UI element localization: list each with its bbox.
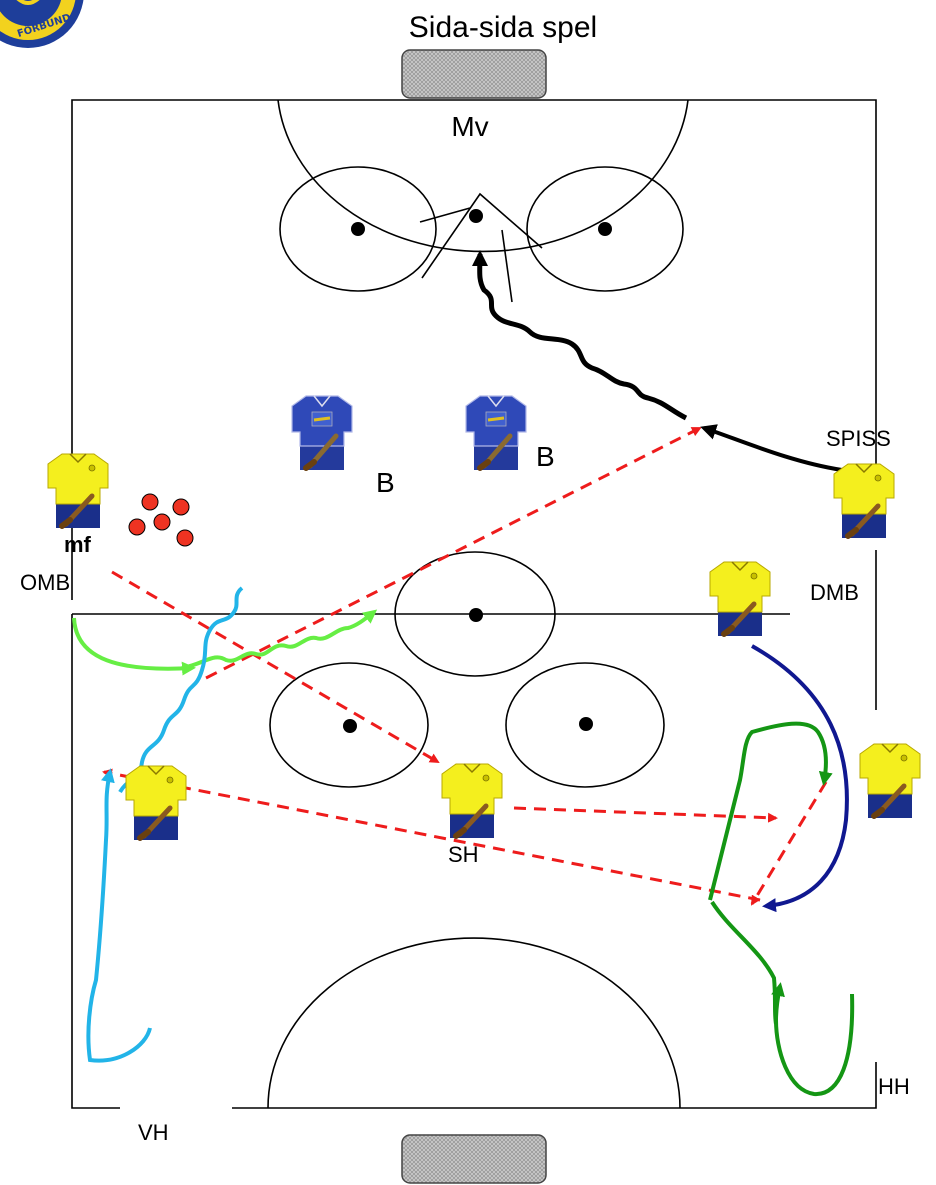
federation-logo: FÖRBUND [0, 0, 84, 48]
run-arrow-darkblue [751, 644, 849, 913]
dribble-arrow-black [471, 250, 688, 421]
pass-arrow [102, 768, 761, 902]
run-arrow-green-curl [771, 982, 855, 1097]
pass-arrow [750, 781, 828, 906]
defender-player-icon [466, 396, 526, 470]
ball-pile [128, 493, 194, 547]
dribble-arrow-lightblue [118, 586, 244, 794]
run-arrow-lightgreen [72, 617, 196, 676]
run-arrow-green [710, 900, 778, 1025]
label-defender-2: B [536, 441, 555, 472]
pass-arrow [205, 426, 702, 680]
top-goal [401, 49, 547, 99]
bottom-goal [401, 1134, 547, 1184]
label-mv: Mv [451, 111, 488, 142]
label-omb: OMB [20, 570, 70, 595]
label-dmb: DMB [810, 580, 859, 605]
faceoff-dots [343, 209, 612, 733]
run-arrow-green-loop [708, 721, 833, 901]
dmb-player-icon [710, 562, 770, 636]
sh-player-icon [442, 764, 502, 838]
run-arrow-black [700, 424, 843, 472]
hh-player-icon [860, 744, 920, 818]
omb-player-icon [48, 454, 108, 528]
label-mf: mf [64, 532, 92, 557]
pass-arrow [513, 806, 778, 823]
label-defender-1: B [376, 467, 395, 498]
defender-player-icon [292, 396, 352, 470]
spiss-player-icon [834, 464, 894, 538]
label-vh: VH [138, 1120, 169, 1145]
label-sh: SH [448, 842, 479, 867]
vh-player-icon [126, 766, 186, 840]
diagram-title: Sida-sida spel [409, 11, 597, 44]
dribble-arrow-lightgreen [181, 609, 378, 670]
pass-arrow [111, 570, 440, 764]
run-arrow-lightblue [86, 768, 152, 1063]
label-spiss: SPISS [826, 426, 891, 451]
label-hh: HH [878, 1074, 910, 1099]
